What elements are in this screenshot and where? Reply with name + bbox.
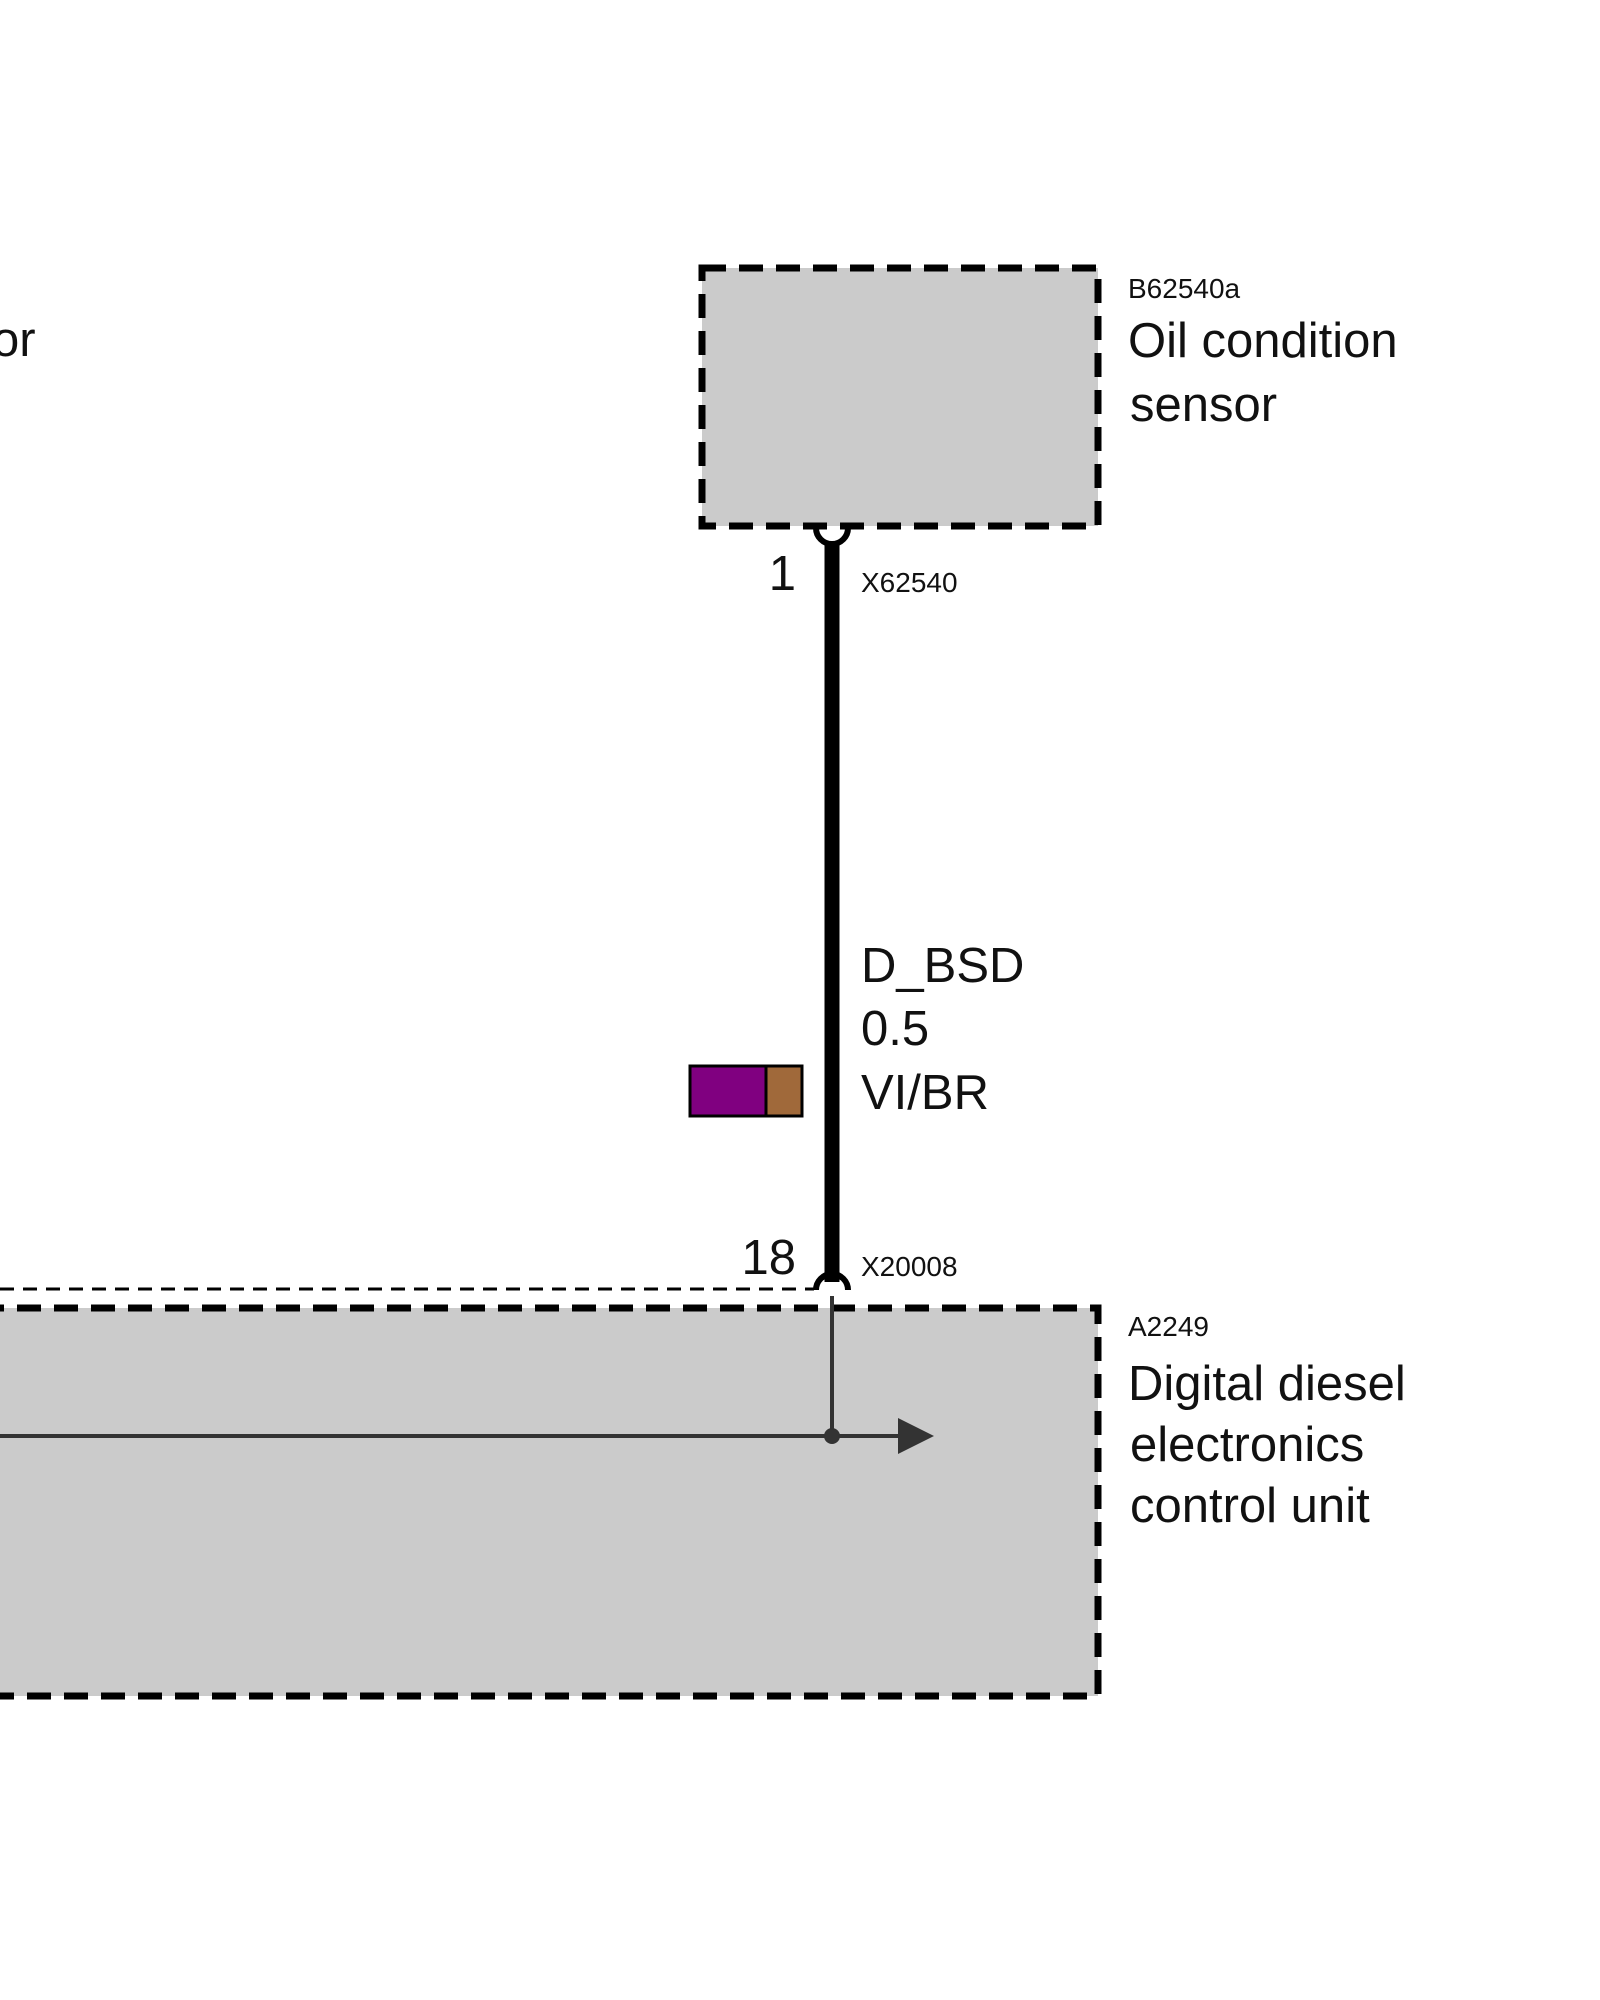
control-unit-name-line-3: control unit [1130,1479,1370,1533]
sensor-code: B62540a [1128,273,1241,304]
wire-color-swatch-stripe [764,1064,804,1118]
sensor-name-line-2: sensor [1130,378,1277,432]
internal-signal-arrow [898,1418,934,1454]
control-unit-name-line-2: electronics [1130,1418,1364,1472]
sensor-connector-pin: 1 [769,547,796,601]
control-unit-connector-pin: 18 [741,1231,796,1285]
control-unit-name-line-1: Digital diesel [1128,1357,1406,1411]
sensor-connector-code: X62540 [861,567,958,598]
wire-color-swatch-primary [688,1064,768,1118]
sensor-connector-symbol [813,527,851,547]
control-unit-connector-code: X20008 [861,1251,958,1282]
internal-junction-dot [824,1428,840,1444]
wire-color-code-label: VI/BR [861,1066,989,1120]
offscreen-component-label: or [0,313,36,367]
sensor-name-line-1: Oil condition [1128,314,1398,368]
control-unit-housing [0,1304,1102,1700]
control-unit-connector-symbol [813,1271,851,1291]
wire-signal-label: D_BSD [861,939,1024,993]
sensor-housing [698,264,1102,530]
wire-cross-section-label: 0.5 [861,1002,929,1056]
control-unit-code: A2249 [1128,1311,1209,1342]
